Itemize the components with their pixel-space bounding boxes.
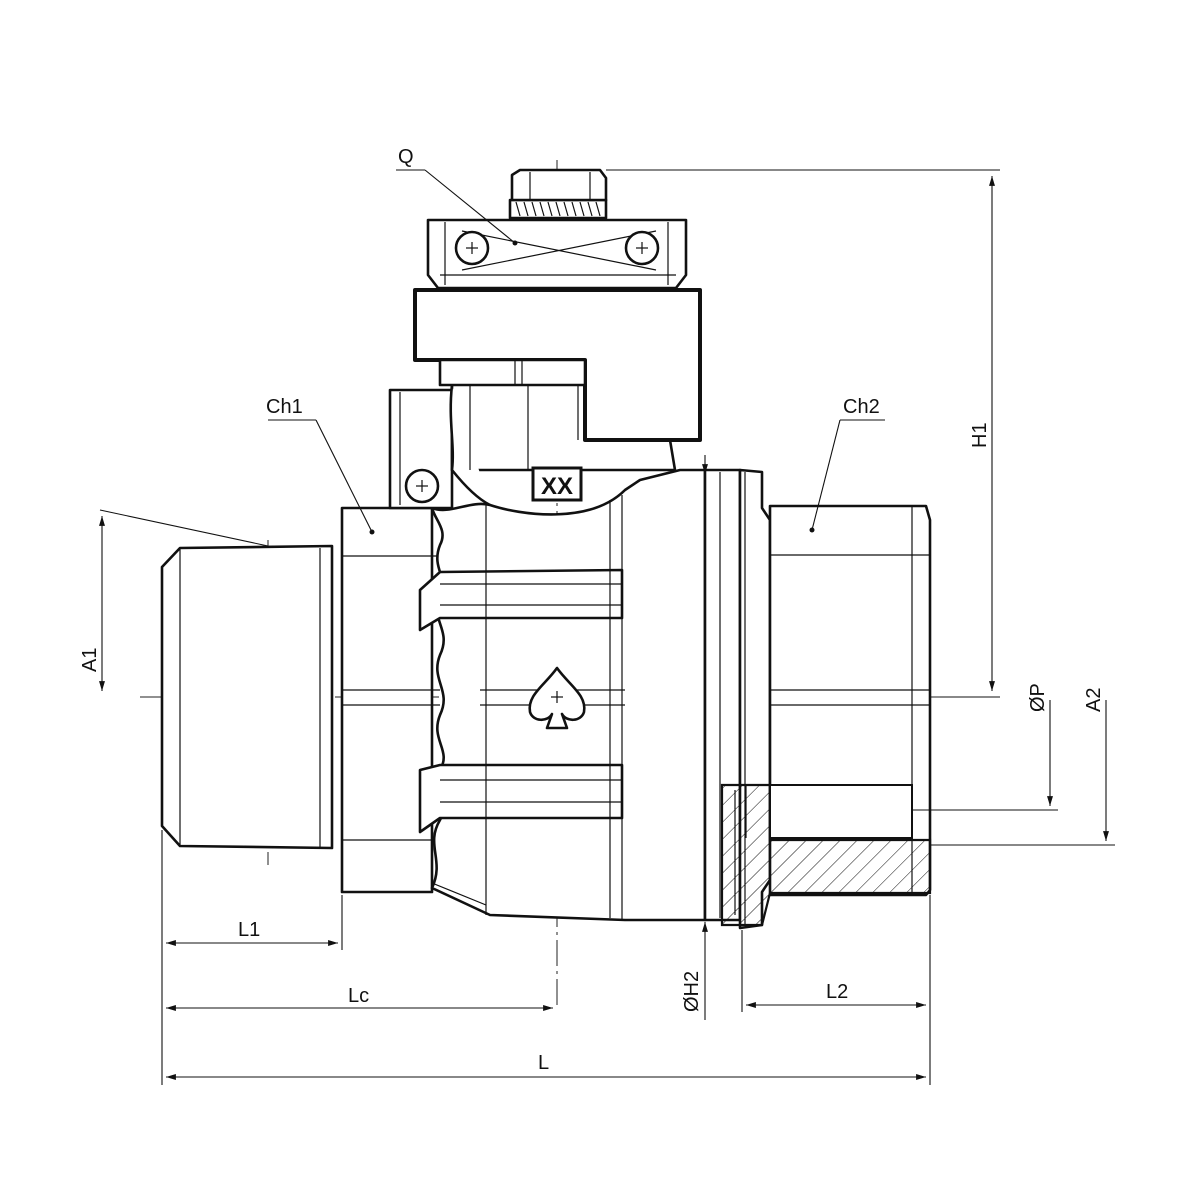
label-h1: H1 bbox=[969, 422, 991, 448]
stem-nut bbox=[508, 168, 608, 220]
marking-box: XX bbox=[531, 466, 583, 502]
left-hex-body bbox=[340, 506, 440, 894]
label-ch1: Ch1 bbox=[266, 396, 303, 418]
section-cut bbox=[720, 783, 932, 927]
dimension-labels: Q Ch1 Ch2 H1 A1 ØP A2 ØH2 L1 Lc L2 L bbox=[79, 146, 1105, 1074]
label-l: L bbox=[538, 1052, 549, 1074]
leader-lines bbox=[99, 169, 885, 547]
bonnet-screw bbox=[404, 468, 440, 504]
label-l2: L2 bbox=[826, 981, 848, 1003]
label-a2: A2 bbox=[1083, 688, 1105, 712]
label-h2: ØH2 bbox=[681, 971, 703, 1012]
label-l1: L1 bbox=[238, 919, 260, 941]
label-p: ØP bbox=[1027, 683, 1049, 712]
label-lc: Lc bbox=[348, 985, 369, 1007]
left-male-thread bbox=[160, 544, 334, 850]
label-a1: A1 bbox=[79, 648, 101, 672]
marking-text: XX bbox=[541, 473, 573, 500]
handle-lever bbox=[413, 288, 702, 442]
spade-symbol bbox=[528, 666, 586, 730]
label-ch2: Ch2 bbox=[843, 396, 880, 418]
label-q: Q bbox=[398, 146, 414, 168]
dimension-lines bbox=[99, 169, 1115, 1085]
top-cap bbox=[426, 218, 688, 290]
